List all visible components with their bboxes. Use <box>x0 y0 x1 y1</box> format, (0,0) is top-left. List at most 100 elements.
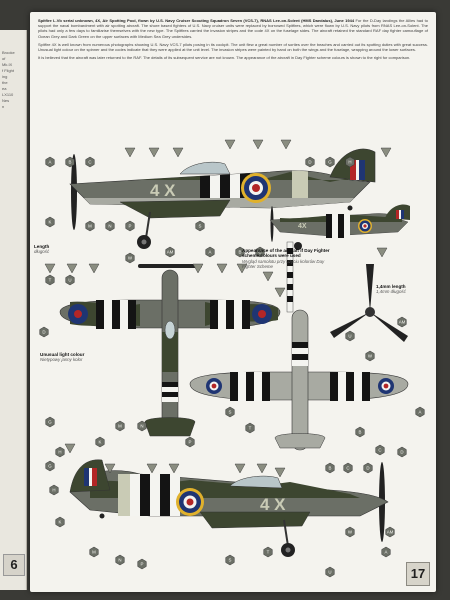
invasion-stripe <box>230 170 240 208</box>
triangle-callout-icon <box>192 263 204 274</box>
propeller-length-caption: 1,4mm length 1,4mm długość <box>376 284 432 295</box>
callout-label: S <box>229 558 232 563</box>
hexagon-callout-icon <box>397 316 407 328</box>
callout-label: H <box>348 160 351 165</box>
triangle-callout-icon <box>262 271 274 282</box>
propeller-length-sub: 1,4mm długość <box>376 289 406 295</box>
hexagon-callout-icon <box>125 220 135 232</box>
side-profile-small: 4X <box>269 204 410 250</box>
side-profile-large: 4 X <box>69 148 376 249</box>
hexagon-callout-icon <box>305 156 315 168</box>
callout-label: AM <box>167 250 174 255</box>
paragraph-1-body: For the D-Day landings the Allies had to… <box>38 18 428 39</box>
triangle-callout-icon <box>256 463 268 474</box>
hexagon-callout-icon <box>85 156 95 168</box>
fin-flash-white <box>356 160 359 180</box>
callout-label: B <box>69 160 72 165</box>
page-text-block: Spitfire L.Vb serial unknown, 4X, Air Sp… <box>38 18 428 63</box>
triangle-callout-icon <box>168 463 180 474</box>
hexagon-callout-icon <box>45 274 55 286</box>
callout-label: W <box>368 354 373 359</box>
hexagon-callout-icon <box>245 422 255 434</box>
callout-label: H <box>52 488 55 493</box>
triangle-callout-icon <box>172 147 184 158</box>
propeller-detail <box>330 264 408 342</box>
paragraph-2: Spitfire 4X is well known from numerous … <box>38 41 428 53</box>
hexagon-callout-icon <box>375 444 385 456</box>
hexagon-callout-icon <box>55 516 65 528</box>
callout-label: G <box>48 464 52 469</box>
callout-label: A <box>49 160 52 165</box>
callout-label: N <box>108 224 111 229</box>
hexagon-callout-icon <box>263 546 273 558</box>
hexagon-callout-icon <box>125 252 135 264</box>
day-fighter-caption-title: Appearance of the aircraft if Day Fighte… <box>242 248 330 259</box>
hexagon-callout-icon <box>39 326 49 338</box>
hexagon-callout-icon <box>45 416 55 428</box>
callout-label: U <box>348 334 351 339</box>
hexagon-callout-icon <box>345 156 355 168</box>
hexagon-callout-icon <box>185 436 195 448</box>
hexagon-callout-icon <box>325 566 335 578</box>
hexagon-callout-icon <box>225 406 235 418</box>
callout-label: S <box>199 224 202 229</box>
tailplane <box>144 417 196 437</box>
propeller-top <box>138 264 202 268</box>
callout-label: K <box>59 520 62 525</box>
canopy <box>179 161 231 175</box>
triangle-callout-icon <box>148 147 160 158</box>
paragraph-3: It is believed that the aircraft was lat… <box>38 55 411 61</box>
propeller-blade <box>71 154 77 230</box>
hexagon-callout-icon <box>343 462 353 474</box>
lower-fuselage <box>291 309 309 451</box>
camouflage-profiles: 4 X 4X <box>39 139 425 578</box>
hexagon-callout-icon <box>415 406 425 418</box>
callout-label: T <box>267 550 270 555</box>
hexagon-callout-icon <box>385 526 395 538</box>
hexagon-callout-icon <box>115 554 125 566</box>
fin-flash-red <box>350 160 356 180</box>
plan-view-upper <box>59 264 281 437</box>
triangle-callout-icon <box>216 263 228 274</box>
callout-label: N <box>140 424 143 429</box>
hexagon-callout-icon <box>325 462 335 474</box>
callout-label: P <box>129 224 132 229</box>
triangle-callout-icon <box>104 463 116 474</box>
triangle-callout-icon <box>380 147 392 158</box>
hexagon-callout-icon <box>137 558 147 570</box>
hexagon-callout-icon <box>49 484 59 496</box>
callout-label: K <box>99 440 102 445</box>
antenna-length-caption: Length długość <box>34 244 64 255</box>
hexagon-callout-icon <box>85 220 95 232</box>
hexagon-callout-icon <box>45 156 55 168</box>
spinner-colour-sub: Nietypowy jasny kolor <box>40 357 83 363</box>
hexagon-callout-icon <box>165 246 175 258</box>
callout-label: U <box>328 570 331 575</box>
triangle-callout-icon <box>66 263 78 274</box>
canopy-top <box>164 320 176 340</box>
triangle-callout-icon <box>44 263 56 274</box>
callout-label: S <box>229 410 232 415</box>
callout-label: P <box>141 562 144 567</box>
hexagon-callout-icon <box>355 426 365 438</box>
callout-label: B <box>239 250 242 255</box>
callout-label: G <box>48 420 52 425</box>
callout-label: W <box>128 256 133 261</box>
triangle-callout-icon <box>224 139 236 150</box>
hexagon-callout-icon <box>255 246 265 258</box>
callout-label: AM <box>387 530 394 535</box>
hexagon-callout-icon <box>89 546 99 558</box>
hexagon-callout-icon <box>195 220 205 232</box>
previous-page-number: 6 <box>3 554 25 576</box>
hexagon-callout-icon <box>55 446 65 458</box>
callout-label: D <box>308 160 311 165</box>
fin-flash-blue <box>359 160 365 180</box>
hexagon-callout-icon <box>345 526 355 538</box>
spinner-colour-caption: Unusual light colour Nietypowy jasny kol… <box>40 352 100 363</box>
triangle-callout-icon <box>280 139 292 150</box>
code-letters: 4 X <box>150 181 176 200</box>
callout-label: AM <box>399 320 406 325</box>
page-number: 17 <box>406 562 430 586</box>
callout-label: T <box>49 278 52 283</box>
callout-label: M <box>118 424 122 429</box>
